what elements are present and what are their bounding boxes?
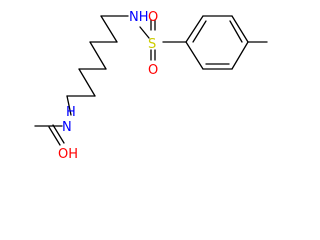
label-n-amide: N (62, 120, 72, 135)
ring-bond-1 (185, 15, 204, 43)
bond-c7-n (66, 95, 72, 116)
ring-inner-2 (229, 20, 243, 43)
ring-bond-6 (185, 41, 204, 70)
ring-bond-4 (231, 41, 249, 70)
label-oxygen-carbonyl: OH (58, 147, 78, 162)
label-oxygen-upper: O (148, 10, 158, 25)
label-n-amide-h: H (66, 105, 76, 120)
bonds (34, 15, 268, 146)
bond-carbonyl-o (48, 126, 61, 146)
bond-c3-c4 (89, 41, 107, 70)
bond-carbonyl-o-double (52, 124, 65, 144)
label-oxygen-lower: O (148, 63, 158, 78)
bond-c5-c6 (78, 68, 96, 97)
bond-c1-c2 (100, 15, 118, 43)
ring-bond-3 (231, 15, 249, 43)
bond-nh-s (139, 26, 150, 39)
molecule-structure: NH S O O N H OH (34, 10, 268, 162)
label-sulfur: S (148, 37, 156, 52)
atom-labels: NH S O O N H OH (58, 10, 158, 162)
ring-inner-1 (192, 20, 207, 43)
label-nh-sulfonamide: NH (129, 10, 149, 25)
